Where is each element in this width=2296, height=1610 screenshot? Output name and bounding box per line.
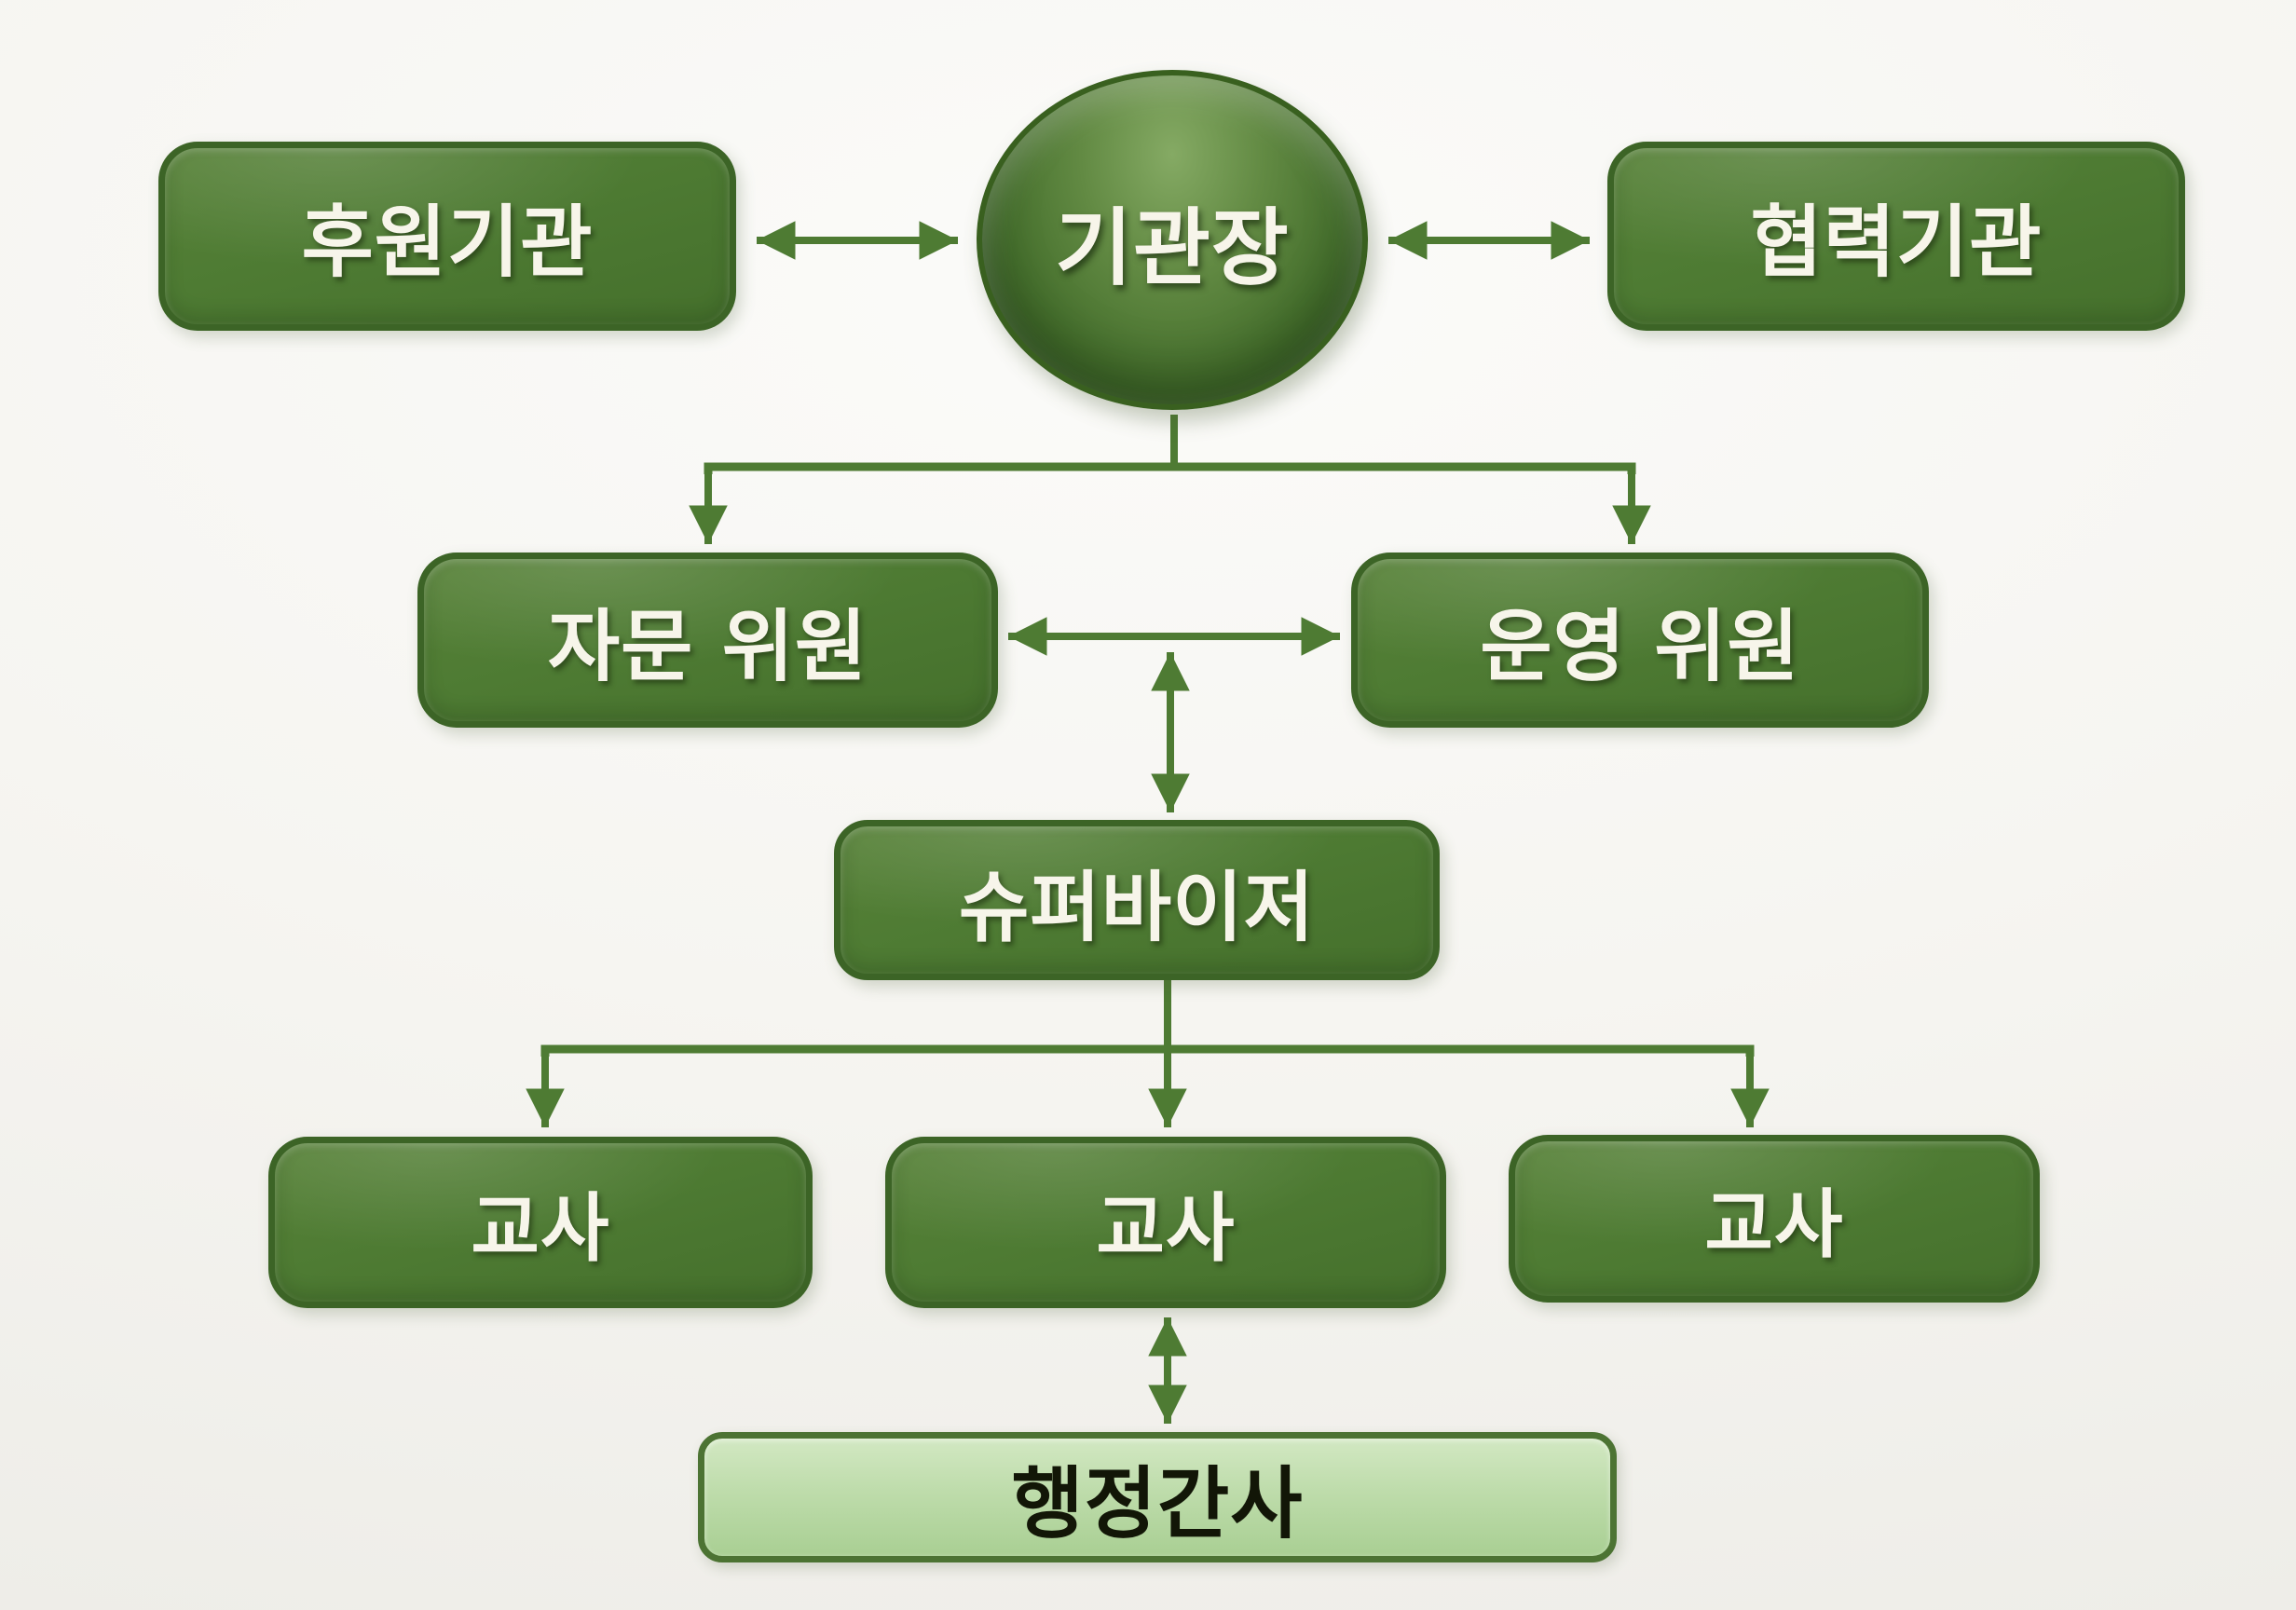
- node-director: 기관장: [977, 70, 1368, 410]
- node-admin-secretary: 행정간사: [698, 1432, 1617, 1562]
- node-director-label: 기관장: [1055, 198, 1290, 297]
- node-teacher-right-label: 교사: [1704, 1181, 1844, 1268]
- node-partner: 협력기관: [1607, 142, 2185, 331]
- node-steering: 운영 위원: [1351, 553, 1929, 728]
- node-admin-secretary-label: 행정간사: [1011, 1457, 1304, 1549]
- node-advisory-label: 자문 위원: [547, 600, 868, 692]
- node-partner-label: 협력기관: [1750, 197, 2043, 288]
- node-sponsor: 후원기관: [158, 142, 736, 331]
- node-teacher-center: 교사: [885, 1137, 1446, 1308]
- node-sponsor-label: 후원기관: [301, 197, 594, 288]
- node-teacher-center-label: 교사: [1096, 1185, 1236, 1272]
- connector-supervisor-teachers: [526, 980, 1770, 1127]
- node-teacher-right: 교사: [1509, 1135, 2040, 1303]
- node-supervisor-label: 슈퍼바이저: [958, 863, 1316, 952]
- node-advisory: 자문 위원: [417, 553, 998, 728]
- connector-director-committees: [689, 415, 1651, 544]
- node-steering-label: 운영 위원: [1480, 600, 1800, 692]
- node-teacher-left-label: 교사: [471, 1185, 610, 1272]
- node-teacher-left: 교사: [268, 1137, 813, 1308]
- node-supervisor: 슈퍼바이저: [834, 820, 1440, 980]
